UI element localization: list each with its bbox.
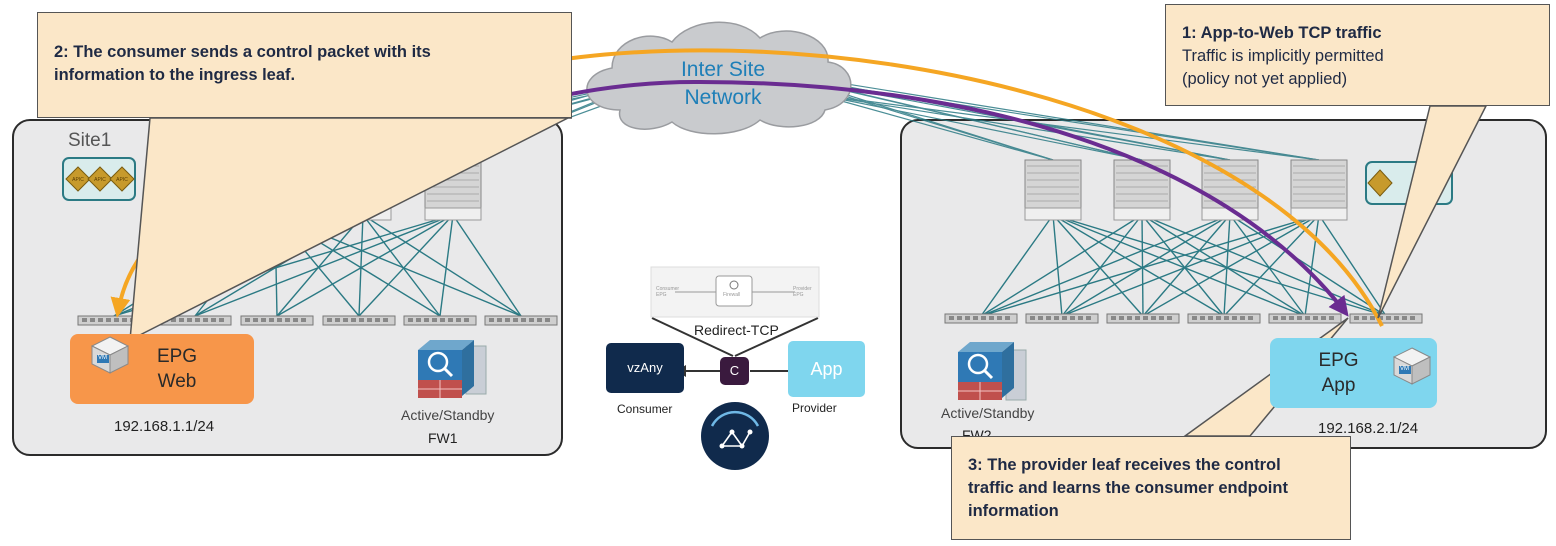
provider-label: Provider [792,401,837,415]
app-provider-box[interactable]: App [788,341,865,397]
firewall-site2-icon [958,342,1027,401]
site2-leaf-switch-1 [944,313,1018,324]
leaf-switches [77,313,1423,326]
site1-subnet: 192.168.1.1/24 [114,418,215,435]
callout-1: 1: App-to-Web TCP traffic Traffic is imp… [1165,4,1550,106]
cloud-label-line2: Network [684,86,762,109]
consumer-label: Consumer [617,402,673,416]
epg-web-label-line1: EPG [156,346,198,367]
callout-3: 3: The provider leaf receives the contro… [951,436,1351,540]
graph-provider-label: Provider EPG [793,286,812,298]
contract-c-box[interactable]: C [720,357,749,385]
graph-consumer-label: Consumer EPG [656,286,680,298]
site1-leaf-switch-4 [322,315,396,326]
vm-badge-app: VM [1400,366,1409,372]
site2-leaf-switch-5 [1268,313,1342,324]
site2-leaf-switch-2 [1025,313,1099,324]
vzany-consumer-box[interactable]: vzAny [606,343,684,393]
callout-2-line1: 2: The consumer sends a control packet w… [54,43,431,61]
cloud-label-line1: Inter Site [680,58,766,81]
orchestrator-icon [701,402,769,470]
vm-icon-web: VM [90,335,130,375]
service-graph-template [650,266,820,318]
apic-controller-1: APIC [65,166,91,192]
callout-1-title: 1: App-to-Web TCP traffic [1182,24,1382,42]
callout-3-line1: 3: The provider leaf receives the contro… [968,456,1281,474]
site2-leaf-switch-4 [1187,313,1261,324]
vm-badge-web: VM [98,355,107,361]
redirect-tcp-label: Redirect-TCP [694,322,779,338]
callout-2: 2: The consumer sends a control packet w… [37,12,572,118]
vm-icon-app: VM [1392,346,1432,386]
apic-controller-2: APIC [87,166,113,192]
epg-app-label-line2: App [1321,375,1356,396]
site2-leaf-switch-6 [1349,313,1423,324]
epg-web-label-line2: Web [157,371,197,392]
site1-leaf-switch-5 [403,315,477,326]
firewall-site1-icon [418,340,487,398]
site2-spine-switch-1 [1024,159,1082,221]
site1-fw-mode: Active/Standby [401,407,495,423]
contract-connectors [651,317,819,372]
graph-firewall-label: Firewall [723,292,741,298]
apic-cluster-site1: APIC APIC APIC [62,157,136,201]
site2-leaf-switch-3 [1106,313,1180,324]
site1-fw-name: FW1 [428,430,458,446]
callout-2-line2: information to the ingress leaf. [54,66,296,84]
cloud-label: Inter Site Network [668,56,778,112]
site1-label: Site1 [68,130,112,151]
site1-leaf-switch-6 [484,315,558,326]
callout-1-line3: (policy not yet applied) [1182,70,1348,88]
apic-controller-3: APIC [109,166,135,192]
apic-label: APIC [94,177,106,183]
site2-fw-mode: Active/Standby [941,405,1035,421]
callout-1-line2: Traffic is implicitly permitted [1182,47,1384,65]
apic-label: APIC [72,177,84,183]
apic-label: APIC [116,177,128,183]
callout1-pointer [1377,105,1488,319]
epg-app-label-line1: EPG [1318,350,1359,371]
site1-leaf-switch-3 [240,315,314,326]
callout-3-line3: information [968,502,1059,520]
site2-subnet: 192.168.2.1/24 [1318,420,1419,437]
callout-3-line2: traffic and learns the consumer endpoint [968,479,1288,497]
site2-spine-switch-4 [1290,159,1348,221]
